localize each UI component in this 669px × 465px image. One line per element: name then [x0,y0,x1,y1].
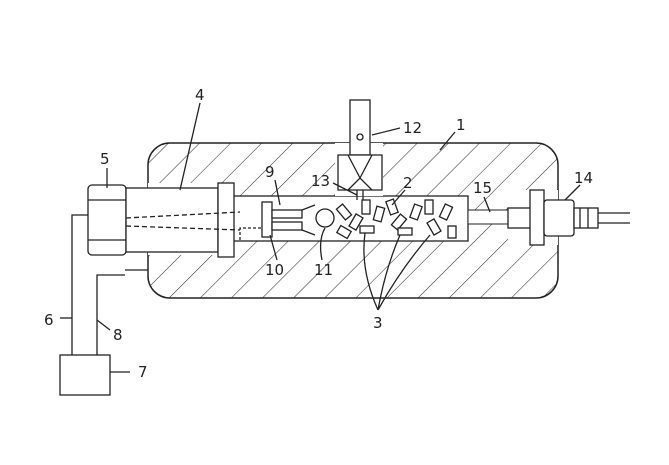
label-3: 3 [373,314,383,332]
label-10: 10 [265,261,284,279]
label-1: 1 [456,116,466,134]
label-2: 2 [403,174,413,192]
label-9: 9 [265,163,275,181]
cylinder-4 [126,183,240,257]
label-15: 15 [473,179,492,197]
label-11: 11 [314,261,333,279]
unit-7-box [60,355,110,395]
label-4: 4 [195,86,205,104]
nut-5 [88,185,126,255]
label-6: 6 [44,311,54,329]
label-14: 14 [574,169,593,187]
ball-11 [316,209,334,227]
label-12: 12 [403,119,422,137]
label-5: 5 [100,150,110,168]
label-8: 8 [113,326,123,344]
label-13: 13 [311,172,330,190]
label-7: 7 [138,363,148,381]
